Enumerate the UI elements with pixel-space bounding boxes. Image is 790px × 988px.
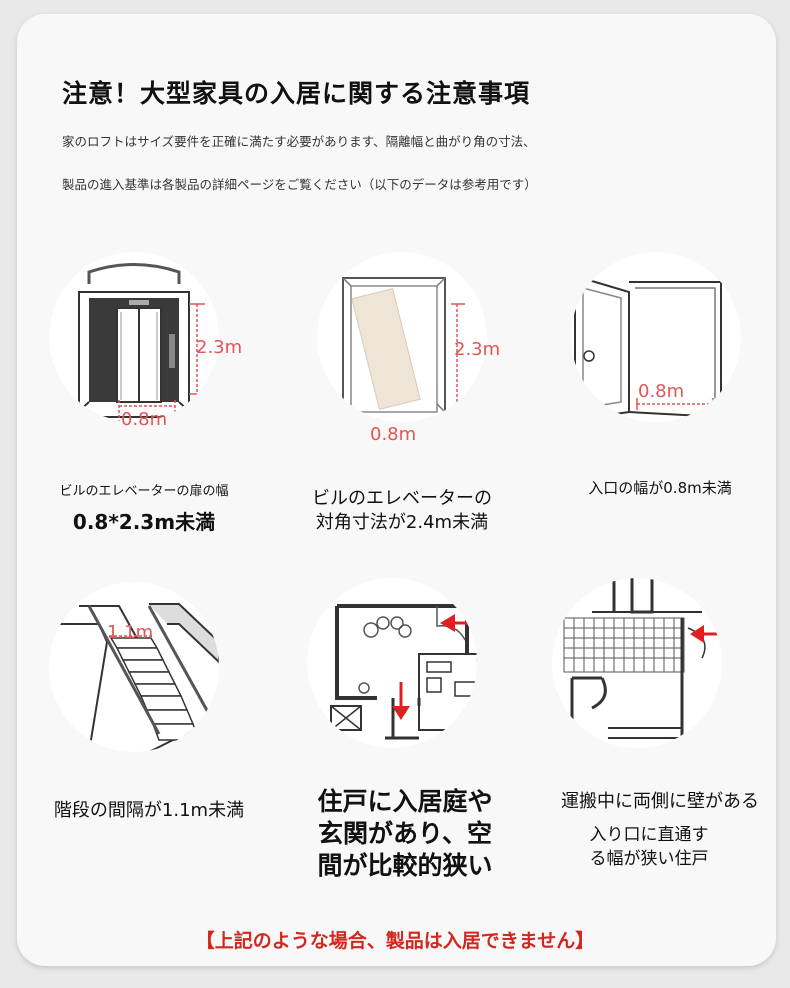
item6-caption-line3: る幅が狭い住戸: [589, 849, 709, 869]
item5-caption-line1: 住戸に入居庭や: [317, 787, 493, 816]
item2-caption-line2: 対角寸法が2.4m未満: [315, 512, 489, 533]
elevator-door-icon: [49, 252, 219, 422]
description-line-1: 家のロフトはサイズ要件を正確に満たす必要があります、隔離幅と曲がり角の寸法、: [62, 134, 536, 149]
elevator-diagonal-icon: [317, 252, 487, 422]
description-line-2: 製品の進入基準は各製品の詳細ページをご覧ください（以下のデータは参考用です）: [62, 177, 537, 192]
item2-height-label: 2.3m: [454, 339, 501, 360]
page-title: 注意！大型家具の入居に関する注意事項: [62, 79, 531, 108]
item2-width-label: 0.8m: [370, 424, 417, 445]
entrance-door-icon: [571, 252, 741, 422]
narrow-corridor-icon: [552, 578, 722, 748]
item1-height-label: 2.3m: [196, 337, 243, 358]
item5-caption-line3: 間が比較的狭い: [317, 851, 493, 880]
item4-caption: 階段の間隔が1.1m未満: [53, 800, 245, 821]
staircase-icon: [49, 582, 219, 752]
footer-notice: 【上記のような場合、製品は入居できません】: [195, 930, 595, 952]
item5-caption-line2: 玄関があり、空: [317, 819, 492, 848]
item1-width-label: 0.8m: [121, 409, 168, 430]
item1-caption-small: ビルのエレベーターの扉の幅: [59, 484, 229, 499]
item4-width-label: 1.1m: [107, 622, 154, 643]
item3-caption: 入口の幅が0.8m未満: [588, 479, 732, 497]
notice-card: [17, 14, 776, 966]
item1-caption-big: 0.8*2.3m未満: [72, 510, 216, 534]
item3-width-label: 0.8m: [638, 381, 685, 402]
floor-plan-icon: [307, 578, 477, 748]
item2-caption-line1: ビルのエレベーターの: [312, 488, 492, 509]
item6-caption-line1: 運搬中に両側に壁がある: [561, 791, 759, 812]
item6-caption-line2: 入り口に直通す: [589, 825, 709, 845]
